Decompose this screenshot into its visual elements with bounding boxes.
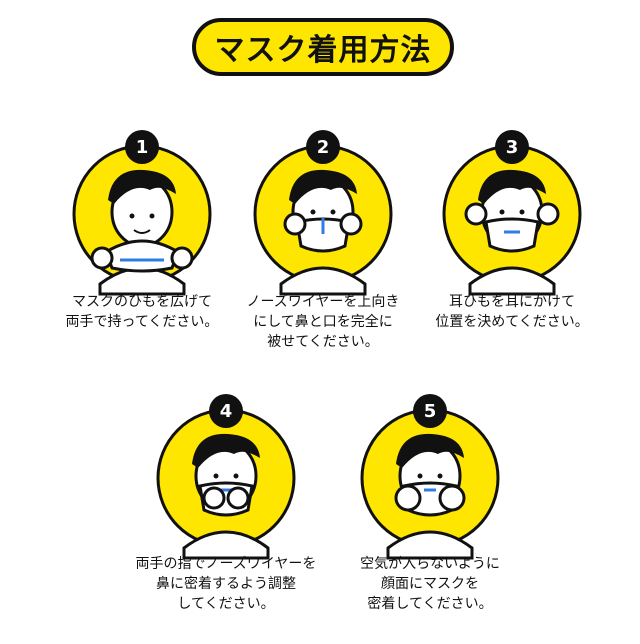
step-5-number-badge: 5 xyxy=(413,394,447,428)
step-5-caption: 空気が入らないように 顔面にマスクを 密着してください。 xyxy=(360,556,500,612)
step-5-eye-left xyxy=(417,473,423,479)
step-4-number-badge: 4 xyxy=(209,394,243,428)
step-5-eye-right xyxy=(437,473,443,479)
step-3-mask xyxy=(484,217,540,253)
step-4-eye-right xyxy=(233,473,239,479)
step-1-illustration xyxy=(72,144,212,296)
step-2-eye-right xyxy=(330,209,336,215)
step-4-shirt xyxy=(182,530,270,560)
step-2-illustration xyxy=(253,144,393,296)
step-2-hand-left xyxy=(283,212,307,236)
step-4-caption: 両手の指でノーズワイヤーを 鼻に密着するよう調整 してください。 xyxy=(135,556,317,612)
step-3-eye-left xyxy=(499,209,505,215)
step-3-eye-right xyxy=(519,209,525,215)
step-2-eye-left xyxy=(310,209,316,215)
step-5-illustration xyxy=(360,408,500,560)
step-1-number-badge: 1 xyxy=(125,130,159,164)
step-2-caption: ノーズワイヤーを上向き にして鼻と口を完全に 被せてください。 xyxy=(246,294,400,350)
step-1-eye-left xyxy=(129,213,135,219)
step-1-eye-right xyxy=(149,213,155,219)
step-1-hand-left xyxy=(90,246,114,270)
step-3-illustration xyxy=(442,144,582,296)
step-4-eye-left xyxy=(213,473,219,479)
page-title: マスク着用方法 xyxy=(214,33,432,68)
step-3-shirt xyxy=(468,266,556,296)
step-3-hand-right xyxy=(536,202,560,226)
title-banner: マスク着用方法 xyxy=(192,18,454,76)
step-1-smile xyxy=(133,229,151,234)
step-4-hair xyxy=(192,433,260,468)
step-4-hand-right xyxy=(226,486,250,510)
step-5-shirt xyxy=(386,530,474,560)
step-5-hand-left xyxy=(394,484,422,512)
step-5-hair xyxy=(396,433,464,468)
step-4-hand-left xyxy=(202,486,226,510)
step-1-hair xyxy=(108,169,176,204)
step-1-mask xyxy=(104,239,180,273)
step-4-illustration xyxy=(156,408,296,560)
step-3-hand-left xyxy=(464,202,488,226)
step-2-shirt xyxy=(279,266,367,296)
step-2-hair xyxy=(289,169,357,204)
step-3-caption: 耳ひもを耳にかけて 位置を決めてください。 xyxy=(435,294,589,330)
step-1-hand-right xyxy=(170,246,194,270)
step-3-hair xyxy=(478,169,546,204)
step-3-number-badge: 3 xyxy=(495,130,529,164)
step-5-hand-right xyxy=(438,484,466,512)
step-2-number-badge: 2 xyxy=(306,130,340,164)
step-2-mask xyxy=(295,217,351,253)
step-2-hand-right xyxy=(339,212,363,236)
step-1-caption: マスクのひもを広げて 両手で持ってください。 xyxy=(65,294,219,330)
